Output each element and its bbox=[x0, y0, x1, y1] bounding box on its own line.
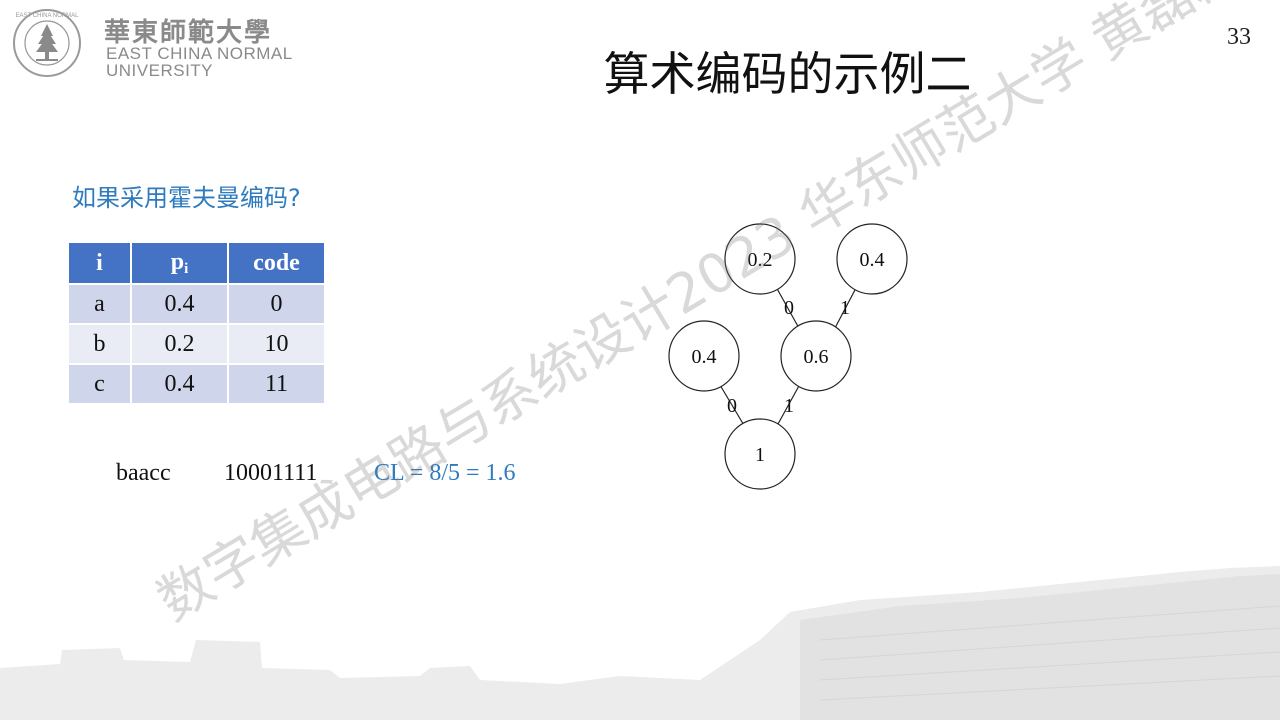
example-word: baacc bbox=[116, 460, 171, 486]
example-code: 10001111 bbox=[224, 460, 318, 486]
edge-label: 0 bbox=[727, 395, 737, 417]
header-code: code bbox=[227, 241, 326, 285]
node-label: 0.2 bbox=[748, 249, 773, 271]
node-circle bbox=[724, 223, 796, 295]
tree-node: 0.6 bbox=[780, 320, 852, 392]
edge-line bbox=[834, 287, 857, 329]
header-p: p bbox=[170, 248, 185, 275]
table-row: b 0.2 10 bbox=[67, 323, 326, 365]
cell-symbol: a bbox=[67, 283, 132, 325]
header-probability: pi bbox=[130, 241, 229, 285]
edge-label: 1 bbox=[784, 395, 794, 417]
university-seal-icon: EAST CHINA NORMAL bbox=[13, 9, 81, 77]
page-number: 33 bbox=[1227, 24, 1251, 50]
node-circle bbox=[780, 320, 852, 392]
svg-text:EAST CHINA NORMAL: EAST CHINA NORMAL bbox=[16, 13, 80, 19]
table-header-row: i pi code bbox=[67, 241, 326, 285]
node-label: 0.6 bbox=[804, 346, 829, 368]
node-label: 0.4 bbox=[860, 249, 885, 271]
logo-english-line2: UNIVERSITY bbox=[106, 61, 214, 80]
tree-node: 0.4 bbox=[836, 223, 908, 295]
node-circle bbox=[836, 223, 908, 295]
example-code-length: CL = 8/5 = 1.6 bbox=[374, 460, 516, 486]
cell-symbol: b bbox=[67, 323, 132, 365]
cell-symbol: c bbox=[67, 363, 132, 405]
edge-line bbox=[774, 284, 801, 331]
cell-code: 10 bbox=[227, 323, 326, 365]
table-row: a 0.4 0 bbox=[67, 283, 326, 325]
huffman-code-table: i pi code a 0.4 0 b 0.2 10 c 0.4 11 bbox=[67, 241, 326, 405]
edge-line bbox=[719, 384, 746, 428]
cell-probability: 0.2 bbox=[130, 323, 229, 365]
node-circle bbox=[724, 418, 796, 490]
slide-title: 算术编码的示例二 bbox=[603, 47, 972, 101]
header-i: i bbox=[67, 241, 132, 285]
edge-label: 0 bbox=[784, 297, 794, 319]
logo-chinese-name: 華東師範大學 bbox=[104, 18, 273, 48]
logo-english-line1: EAST CHINA NORMAL bbox=[106, 44, 293, 63]
edge-label: 1 bbox=[840, 297, 850, 319]
node-circle bbox=[668, 320, 740, 392]
university-logo: EAST CHINA NORMAL 華東師範大學 EAST CHINA NORM… bbox=[8, 6, 298, 82]
table-row: c 0.4 11 bbox=[67, 363, 326, 405]
node-label: 0.4 bbox=[692, 346, 717, 368]
cell-probability: 0.4 bbox=[130, 283, 229, 325]
tree-node: 1 bbox=[724, 418, 796, 490]
edge-line bbox=[777, 383, 801, 425]
tree-node: 0.2 bbox=[724, 223, 796, 295]
cell-code: 11 bbox=[227, 363, 326, 405]
question-text: 如果采用霍夫曼编码? bbox=[72, 184, 301, 212]
cell-probability: 0.4 bbox=[130, 363, 229, 405]
tree-node: 0.4 bbox=[668, 320, 740, 392]
cell-code: 0 bbox=[227, 283, 326, 325]
header-p-subscript: i bbox=[184, 260, 189, 277]
node-label: 1 bbox=[755, 444, 765, 466]
